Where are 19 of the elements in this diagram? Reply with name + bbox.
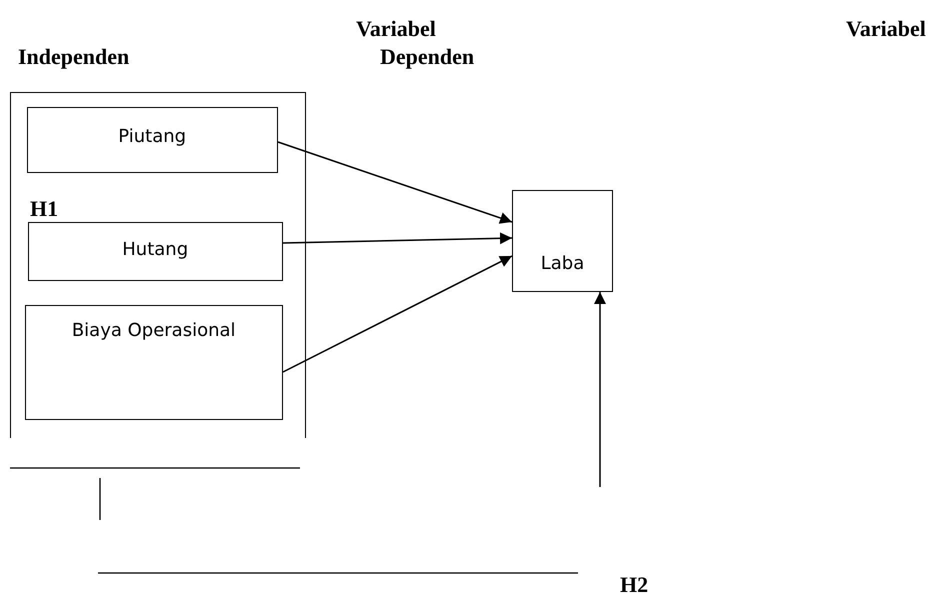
node-label: Biaya Operasional (70, 320, 237, 341)
heading-label: Dependen (380, 44, 474, 70)
heading-label: H2 (620, 572, 648, 596)
arrow (282, 255, 512, 373)
node-label: Hutang (121, 238, 190, 260)
arrow (282, 232, 512, 244)
heading-label: Variabel (846, 16, 926, 42)
node-label: Piutang (117, 126, 188, 147)
group-frame (10, 92, 306, 438)
variable-box (26, 106, 278, 173)
variable-box (24, 304, 283, 420)
heading-label: Variabel (356, 16, 436, 42)
arrow (278, 141, 512, 224)
node-label: Laba (540, 253, 586, 274)
arrow (594, 292, 606, 487)
variable-box (28, 222, 283, 281)
variable-box (512, 190, 613, 292)
heading-label: H1 (30, 196, 58, 222)
heading-label: Independen (18, 44, 130, 70)
